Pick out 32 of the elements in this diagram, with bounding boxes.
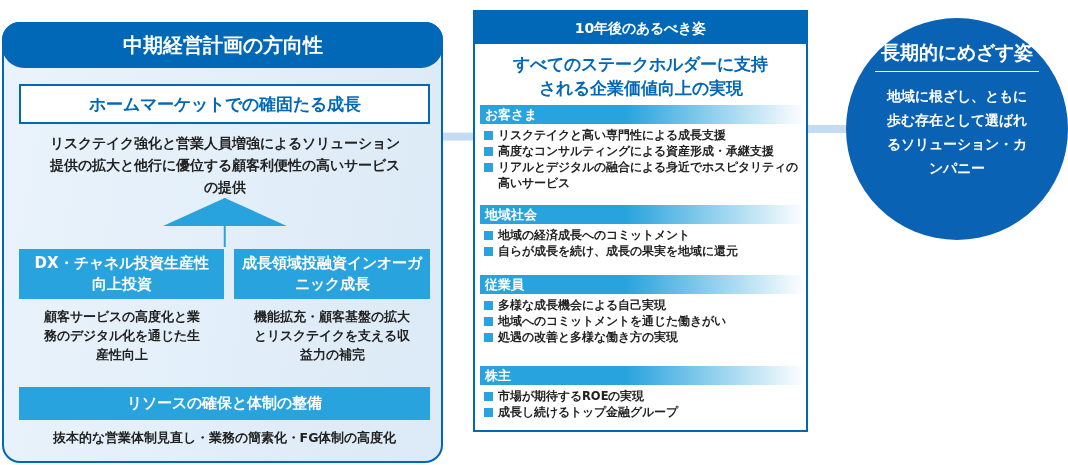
list-item: リスクテイクと高い専門性による成長支援: [480, 127, 804, 143]
category-box: 成長領域投融資インオーガニック成長: [234, 249, 430, 299]
panel-title: 10年後のあるべき姿: [475, 12, 806, 44]
section-header: 株主: [480, 366, 805, 385]
section-header: お客さま: [480, 105, 805, 124]
panel: [2, 22, 443, 463]
list-item: 自らが成長を続け、成長の果実を地域に還元: [480, 243, 804, 259]
connector-band: [443, 132, 473, 141]
category-box: DX・チャネル投資生産性向上投資: [19, 249, 224, 299]
panel: [473, 10, 808, 432]
arrow: [162, 197, 287, 248]
list-item: 成長し続けるトップ金融グループ: [480, 404, 804, 420]
list-item: 高度なコンサルティングによる資産形成・承継支援: [480, 143, 804, 159]
description-text: 抜本的な営業体制見直し・業務の簡素化・FG体制の高度化: [51, 429, 398, 447]
category-box: リソースの確保と体制の整備: [19, 387, 430, 420]
connector-band: [808, 125, 846, 133]
description-text: 機能拡充・顧客基盤の拡大とリスクテイクを支える収益力の補完: [252, 308, 411, 364]
list-item: 多様な成長機会による自己実現: [480, 297, 804, 313]
list-item: 地域へのコミットメントを通じた働きがい: [480, 313, 804, 329]
subtitle: すべてのステークホルダーに支持される企業価値向上の実現: [512, 53, 769, 100]
list-item: 地域の経済成長へのコミットメント: [480, 227, 804, 243]
circle-text: 地域に根ざし、ともに歩む存在として選ばれるソリューション・カンパニー: [885, 87, 1028, 178]
panel-title: 中期経営計画の方向性: [2, 22, 443, 68]
list-item: 市場が期待するROEの実現: [480, 388, 804, 404]
circle-title: 長期的にめざす姿: [875, 40, 1039, 72]
description-text: 顧客サービスの高度化と業務のデジタル化を通じた生産性向上: [42, 308, 201, 364]
description-text: リスクテイク強化と営業人員増強によるソリューション提供の拡大と他行に優位する顧客利便性の高いサービスの提供: [48, 134, 401, 197]
list-item: リアルとデジタルの融合による身近でホスピタリティの高いサービス: [480, 159, 804, 191]
heading-box: ホームマーケットでの確固たる成長: [19, 84, 430, 124]
list-item: 処遇の改善と多様な働き方の実現: [480, 329, 804, 345]
section-header: 地域社会: [480, 205, 805, 224]
section-header: 従業員: [480, 275, 805, 294]
